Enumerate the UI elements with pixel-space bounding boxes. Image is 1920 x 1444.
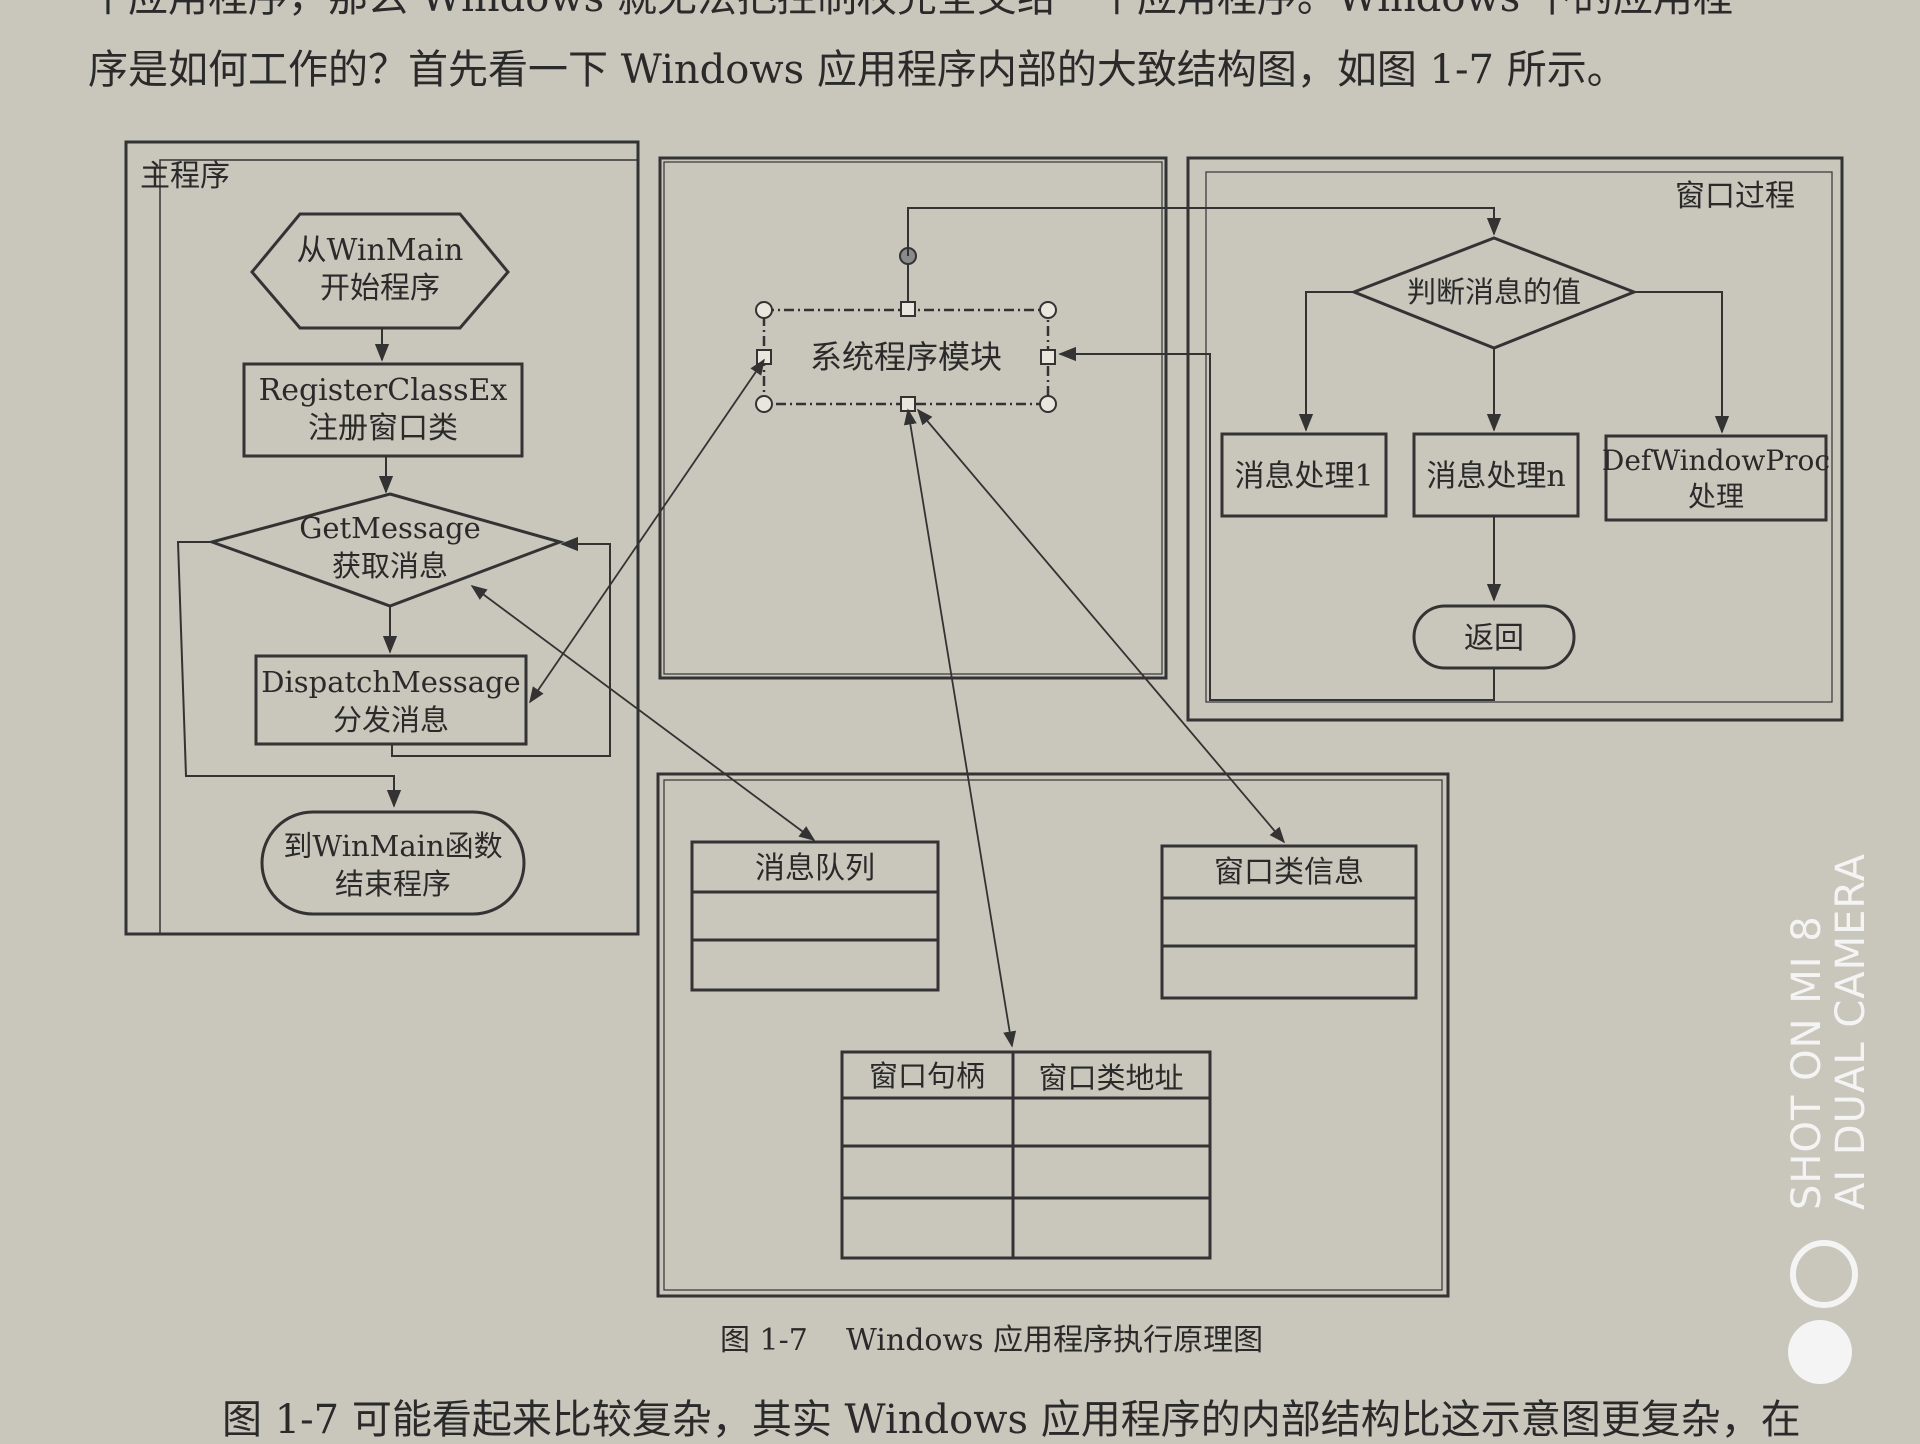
- end-node-label-2: 结束程序: [335, 867, 451, 901]
- main-program-panel: 主程序 从WinMain 开始程序 RegisterClassEx 注册窗口类 …: [124, 140, 640, 936]
- main-program-title: 主程序: [140, 159, 230, 194]
- dispatch-message-label-1: DispatchMessage: [261, 665, 520, 699]
- defwindowproc-box: [1604, 434, 1828, 522]
- end-node-label-1: 到WinMain函数: [283, 829, 502, 863]
- message-handler-n-box: [1412, 432, 1580, 518]
- window-procedure-panel: 窗口过程 判断消息的值 消息处理1 消息处理n DefWindowProc 处理…: [1058, 156, 1844, 722]
- body-text-line-1: 个应用程序，那么 Windows 就无法把控制权完全交给一个应用程序。Windo…: [88, 0, 1868, 22]
- message-decision-label: 判断消息的值: [1407, 275, 1581, 309]
- register-class-box: [242, 362, 524, 458]
- window-procedure-title: 窗口过程: [1675, 179, 1795, 214]
- register-class-label-1: RegisterClassEx: [259, 373, 508, 408]
- defwindowproc-label-2: 处理: [1688, 480, 1744, 513]
- watermark-ring-icon: [1790, 1240, 1858, 1308]
- figure-caption: 图 1-7 Windows 应用程序执行原理图: [720, 1323, 1263, 1358]
- system-data-panel: 消息队列 窗口类信息 窗口句柄 窗口类地址: [656, 772, 1450, 1298]
- window-class-info-label: 窗口类信息: [1214, 855, 1364, 890]
- body-text-line-3: 图 1-7 可能看起来比较复杂，其实 Windows 应用程序的内部结构比这示意…: [222, 1397, 1801, 1443]
- dispatch-message-label-2: 分发消息: [333, 703, 449, 737]
- body-text-line-2: 序是如何工作的？首先看一下 Windows 应用程序内部的大致结构图，如图 1-…: [88, 47, 1627, 93]
- window-class-info-table: [1160, 844, 1418, 1000]
- getmessage-label-1: GetMessage: [299, 511, 481, 545]
- window-class-address-col-label: 窗口类地址: [1038, 1061, 1183, 1095]
- register-class-label-2: 注册窗口类: [308, 411, 458, 446]
- watermark-dot-icon: [1788, 1320, 1852, 1384]
- window-handle-col-label: 窗口句柄: [869, 1059, 985, 1093]
- return-node-label: 返回: [1464, 621, 1524, 656]
- message-handler-n-label: 消息处理n: [1426, 459, 1565, 494]
- message-queue-label: 消息队列: [755, 851, 875, 886]
- watermark-line-1: SHOT ON MI 8: [1784, 915, 1830, 1210]
- cross-connectors: [470, 358, 1286, 1048]
- end-node-shape: [260, 810, 526, 916]
- camera-watermark-text: SHOT ON MI 8 AI DUAL CAMERA: [1784, 853, 1874, 1210]
- getmessage-label-2: 获取消息: [332, 549, 448, 583]
- window-handle-table: [840, 1050, 1212, 1260]
- start-node-shape: [250, 212, 510, 330]
- defwindowproc-label-1: DefWindowProc: [1602, 444, 1830, 477]
- system-module-label: 系统程序模块: [810, 338, 1002, 376]
- start-node-label-2: 开始程序: [320, 271, 440, 306]
- system-module-panel: 系统程序模块: [658, 156, 1168, 680]
- message-handler-1-label: 消息处理1: [1234, 459, 1373, 494]
- watermark-line-2: AI DUAL CAMERA: [1828, 853, 1874, 1210]
- start-node-label-1: 从WinMain: [297, 233, 464, 268]
